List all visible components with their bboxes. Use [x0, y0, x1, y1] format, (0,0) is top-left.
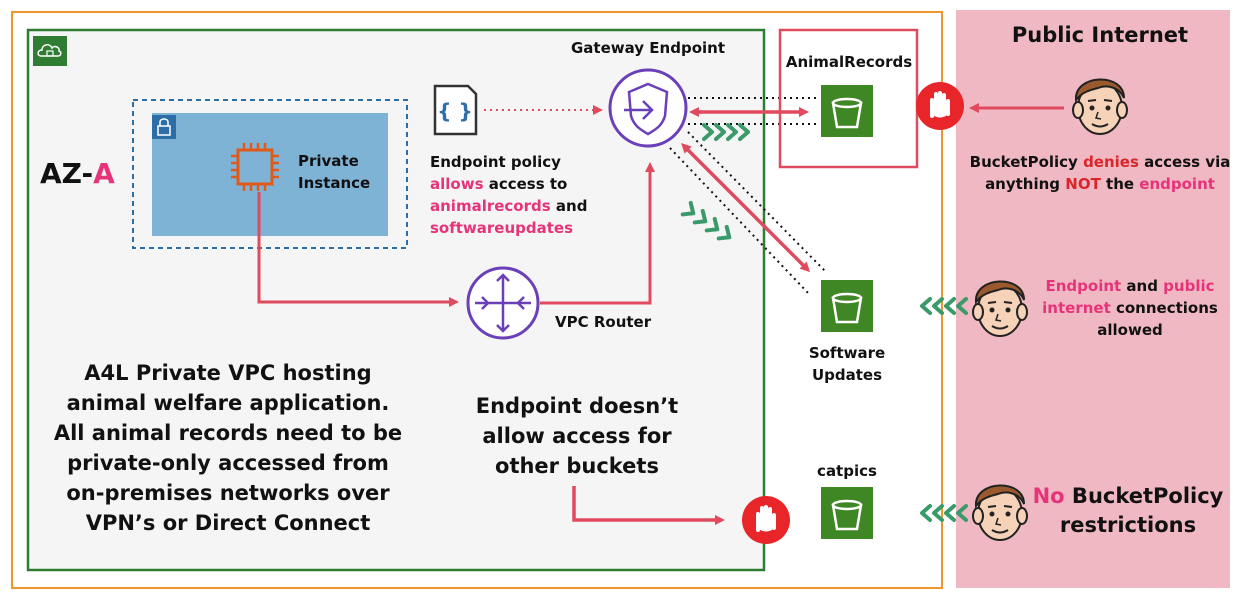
software-label-line2: Updates: [812, 366, 882, 384]
policy-line1: Endpoint policy: [430, 153, 561, 171]
bucket-policy-line2: anything NOT the endpoint: [985, 175, 1215, 193]
animalrecords-bucket-icon: [819, 83, 875, 139]
policy-line4: softwareupdates: [430, 219, 573, 237]
public-internet-title: Public Internet: [1012, 23, 1188, 47]
vpc-desc-line5: on-premises networks over: [66, 481, 390, 505]
animalrecords-label: AnimalRecords: [786, 53, 912, 71]
animalrecords-box: [778, 28, 919, 169]
vpc-desc-line4: private-only accessed from: [67, 451, 389, 475]
vpc-desc-line1: A4L Private VPC hosting: [84, 361, 371, 385]
connections-line1: Endpoint and public: [1045, 277, 1214, 295]
svg-text:{ }: { }: [437, 99, 472, 123]
catpics-bucket-icon: [819, 485, 875, 541]
software-bucket-icon: [819, 278, 875, 334]
instance-label-line1: Private: [298, 152, 359, 170]
instance-to-router-arrow: [257, 192, 459, 307]
az-label: AZ-A: [40, 157, 115, 190]
catpics-label: catpics: [817, 462, 877, 480]
availability-zone-box: [132, 99, 408, 249]
vpc-desc-line3: All animal records need to be: [54, 421, 402, 445]
instance-label-line2: Instance: [298, 174, 370, 192]
gateway-software-arrow: [681, 143, 811, 273]
endpoint-note-arrow: [572, 486, 725, 525]
deny-hand-icon: [914, 80, 966, 132]
bucket-policy-line1: BucketPolicy denies access via: [970, 153, 1231, 171]
ec2-chip-icon: [231, 143, 279, 191]
policy-line3: animalrecords and: [430, 197, 587, 215]
policy-line2: allows access to: [430, 175, 567, 193]
vpc-desc-line6: VPN’s or Direct Connect: [86, 511, 371, 535]
deny-hand-icon-2: [740, 494, 792, 546]
router-to-gateway-arrow: [540, 162, 655, 305]
connections-line3: allowed: [1097, 321, 1162, 339]
policy-document-icon: { }: [433, 84, 478, 136]
endpoint-note-line1: Endpoint doesn’t: [476, 394, 678, 418]
endpoint-note-line2: allow access for: [482, 424, 672, 448]
gateway-label: Gateway Endpoint: [571, 39, 725, 57]
connections-line2: internet connections: [1042, 299, 1218, 317]
gateway-endpoint-icon: [608, 68, 688, 148]
private-subnet: [152, 113, 388, 236]
subnet-lock-icon: [152, 115, 176, 139]
vpc-cloud-icon: [33, 36, 67, 66]
endpoint-note-line3: other buckets: [495, 454, 659, 478]
no-policy-line2: restrictions: [1060, 513, 1196, 537]
no-policy-line1: No BucketPolicy: [1033, 484, 1224, 508]
router-label: VPC Router: [555, 313, 652, 331]
router-icon: [466, 266, 540, 340]
software-label-line1: Software: [809, 344, 885, 362]
vpc-desc-line2: animal welfare application.: [67, 391, 390, 415]
